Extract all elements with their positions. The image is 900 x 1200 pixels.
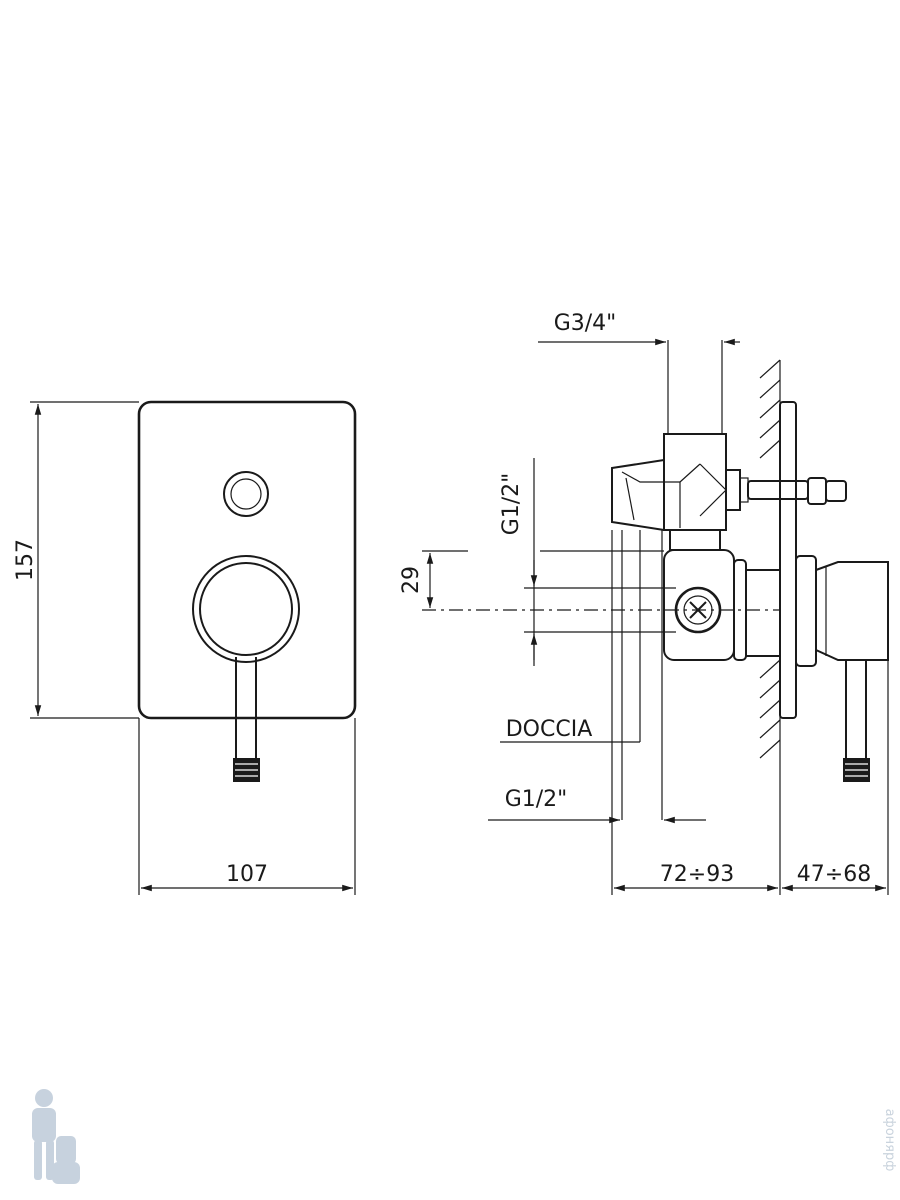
diverter-knob [223, 471, 269, 517]
diverter-body [611, 433, 847, 551]
diverter-knob-inner [230, 478, 262, 510]
wall-hatch [759, 359, 781, 760]
outlet-name-label: DOCCIA [506, 717, 593, 742]
watermark-mascot-logo [32, 1089, 80, 1184]
lever-handle [235, 657, 257, 760]
front-view [30, 400, 357, 895]
width-label: 107 [226, 862, 268, 887]
side-view [422, 338, 889, 895]
inlet-label: G3/4" [554, 311, 617, 336]
lever-rosette-inner [199, 562, 293, 656]
height-label: 157 [13, 539, 38, 581]
lever-rosette-outer [192, 555, 300, 663]
width-dimension [138, 718, 356, 895]
side-cover-plate [779, 401, 797, 719]
offset-label: 29 [399, 566, 424, 594]
projection-label: 47÷68 [797, 862, 871, 887]
mixer-body [663, 549, 889, 782]
outlet-top-label: G1/2" [499, 473, 524, 536]
cover-plate [137, 400, 357, 720]
watermark-text: афонярф [882, 1109, 897, 1172]
height-dimension [30, 401, 139, 719]
outlet-bottom-label: G1/2" [505, 787, 568, 812]
offset-dimension [422, 550, 468, 608]
depth-label: 72÷93 [660, 862, 734, 887]
outlet-top-dimension [524, 458, 676, 666]
